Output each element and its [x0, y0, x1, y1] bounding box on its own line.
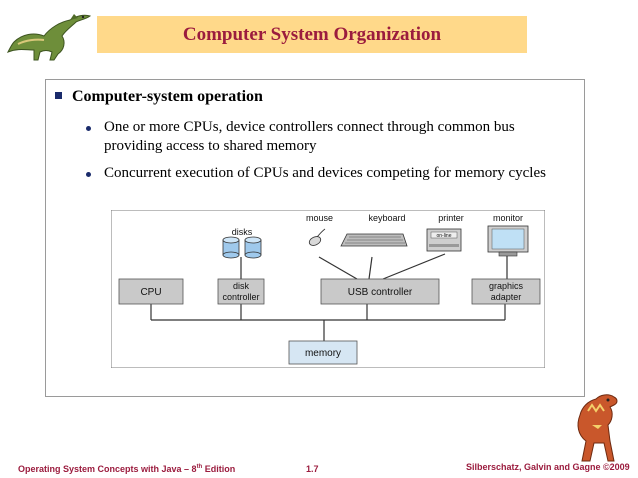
round-bullet-icon	[86, 126, 91, 131]
cpu-box	[118, 278, 184, 305]
square-bullet-icon	[55, 92, 62, 99]
mouse-label: mouse	[306, 213, 333, 223]
cpu-label: CPU	[140, 287, 161, 298]
usb-controller-label: USB controller	[348, 287, 413, 298]
bus-lines	[150, 253, 508, 341]
graphics-adapter-box	[471, 278, 541, 305]
keyboard-label: keyboard	[368, 213, 405, 223]
disk-controller-label-1: disk	[233, 281, 250, 291]
system-organization-diagram: disks mouse keyboard printer monitor on-…	[111, 210, 545, 368]
printer-label: printer	[438, 213, 464, 223]
memory-box	[288, 340, 358, 365]
disk-icon	[244, 236, 262, 259]
main-bullet: Computer-system operation	[55, 88, 263, 106]
slide-title: Computer System Organization	[182, 23, 442, 45]
round-bullet-icon	[86, 172, 91, 177]
dinosaur-logo-icon	[6, 14, 92, 61]
memory-label: memory	[305, 348, 341, 359]
footer-copyright: Silberschatz, Galvin and Gagne ©2009	[466, 462, 630, 472]
graphics-adapter-label-1: graphics	[489, 281, 524, 291]
monitor-label: monitor	[493, 213, 523, 223]
disk-icon	[222, 236, 240, 259]
on-line-label: on-line	[436, 233, 451, 239]
dinosaur-mascot-icon	[577, 394, 618, 462]
mouse-icon	[308, 228, 326, 246]
monitor-icon	[487, 225, 529, 257]
printer-icon: on-line	[426, 228, 462, 252]
title-bar: Computer System Organization	[97, 16, 527, 53]
sub-bullet-text: One or more CPUs, device controllers con…	[104, 119, 515, 154]
main-bullet-text: Computer-system operation	[72, 88, 263, 105]
sub-bullet-text: Concurrent execution of CPUs and devices…	[104, 165, 546, 181]
disk-controller-label-2: controller	[222, 292, 259, 302]
sub-bullet-2: Concurrent execution of CPUs and devices…	[86, 164, 576, 183]
graphics-adapter-label-2: adapter	[491, 292, 522, 302]
footer-page-number: 1.7	[306, 464, 319, 474]
disks-label: disks	[232, 227, 253, 237]
sub-bullet-1: One or more CPUs, device controllers con…	[86, 118, 576, 156]
keyboard-icon	[340, 233, 408, 247]
disk-controller-box	[217, 278, 265, 305]
usb-controller-box	[320, 278, 440, 305]
footer-book-title: Operating System Concepts with Java – 8t…	[18, 464, 236, 474]
